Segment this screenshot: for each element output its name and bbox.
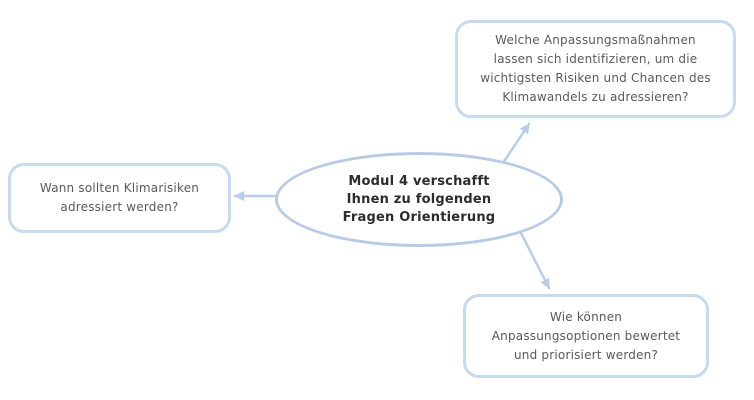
arrow-to-bottom-right-node xyxy=(519,231,551,290)
node-text-line: Welche Anpassungsmaßnahmen xyxy=(495,33,696,47)
arrow-to-top-right-node xyxy=(501,122,531,165)
question-node-bottom-right: Wie können Anpassungsoptionen bewertet u… xyxy=(463,294,709,378)
node-text-line: Anpassungsoptionen bewertet xyxy=(491,328,681,343)
center-node-text-line: Fragen Orientierung xyxy=(342,209,496,225)
center-node-text-line: Modul 4 verschafft xyxy=(348,173,490,189)
center-node-text-line: Ihnen zu folgenden xyxy=(346,191,492,207)
question-node-left: Wann sollten Klimarisiken adressiert wer… xyxy=(8,163,231,233)
node-text-line: Wann sollten Klimarisiken xyxy=(39,181,200,195)
center-node: Modul 4 verschafft Ihnen zu folgenden Fr… xyxy=(275,152,563,247)
node-text-line: und priorisiert werden? xyxy=(513,347,659,362)
node-text-line: wichtigsten Risiken und Chancen des xyxy=(480,71,711,85)
node-text-line: Wie können xyxy=(549,309,623,324)
node-text-line: Klimawandels zu adressieren? xyxy=(502,90,689,104)
node-text-line: lassen sich identifizieren, um die xyxy=(493,52,698,66)
question-node-top-right: Welche Anpassungsmaßnahmen lassen sich i… xyxy=(455,20,736,118)
node-text-line: adressiert werden? xyxy=(60,200,179,214)
